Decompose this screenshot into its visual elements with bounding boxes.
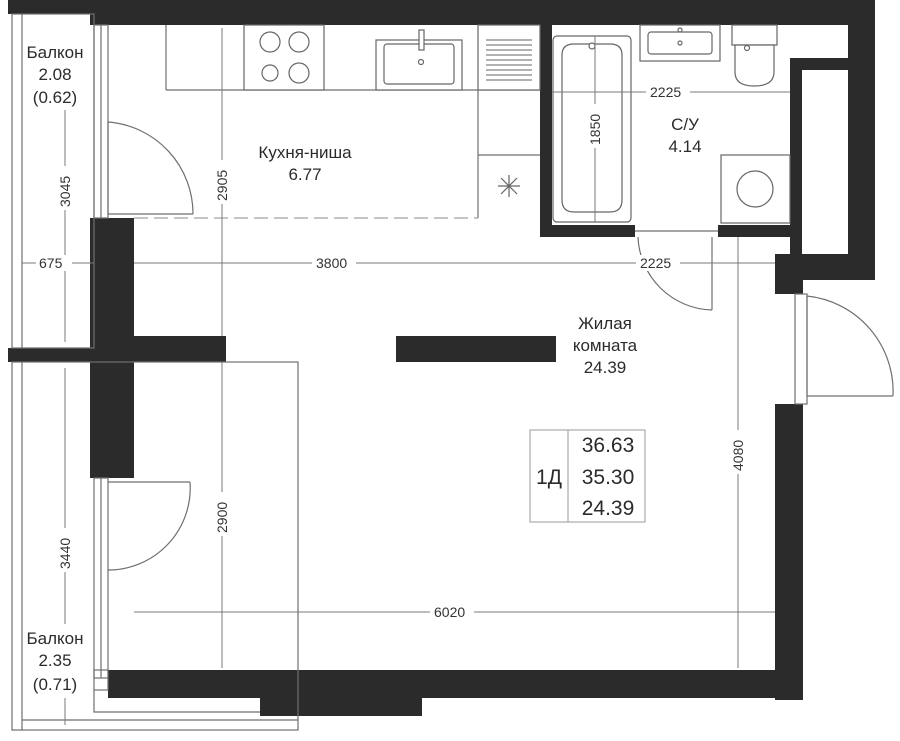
bottom-ledge: [260, 698, 422, 716]
apartment-type: 1Д: [536, 466, 562, 489]
dim-balcony-width: 675: [39, 255, 63, 271]
dim-right-height: 4080: [730, 440, 746, 471]
bath-left-wall: [540, 25, 552, 237]
dim-kitchen-width: 3800: [316, 255, 347, 271]
dimension-texts: 3045 3440 675 2905 2900 3800 2225 2225 1…: [36, 84, 749, 620]
toilet-icon: [731, 24, 778, 87]
top-left-cap: [8, 0, 90, 14]
dim-living-depth: 2900: [214, 502, 230, 533]
right-lower-wall: [775, 404, 803, 700]
living-name-line2: комната: [573, 336, 638, 355]
bath-right-wall: [790, 58, 802, 254]
bath-bottom-wall-left: [540, 225, 635, 237]
area-summary-box: 1Д 36.63 35.30 24.39: [529, 429, 646, 523]
balcony-bottom-outline: [11, 361, 299, 731]
bottom-wall: [108, 670, 803, 698]
doors: [107, 121, 894, 571]
living-area: 24.39: [584, 358, 627, 377]
dim-balcony-top-height: 3045: [57, 176, 73, 207]
dishwasher-icon: [477, 24, 541, 91]
total-area: 36.63: [582, 434, 635, 457]
balcony-top-coef: (0.62): [33, 88, 77, 107]
stove-icon: [243, 24, 325, 91]
balcony-top-area: 2.08: [38, 65, 71, 84]
balcony-bottom-area: 2.35: [38, 651, 71, 670]
fridge-icon: [498, 175, 520, 197]
top-right-wall: [848, 0, 875, 60]
bathroom-name: С/У: [671, 115, 699, 134]
walls: [8, 0, 875, 716]
balcony-bottom-coef: (0.71): [33, 675, 77, 694]
balcony-bottom-name: Балкон: [26, 629, 83, 648]
right-step-wall: [790, 58, 850, 70]
right-upper-wall: [848, 58, 875, 280]
living-name-line1: Жилая: [578, 314, 632, 333]
kitchen-name: Кухня-ниша: [258, 143, 352, 162]
dim-balcony-bottom-height: 3440: [57, 538, 73, 569]
area-no-balcony: 35.30: [582, 466, 635, 489]
bathroom-fixtures: [552, 24, 791, 224]
balcony-top-name: Балкон: [26, 43, 83, 62]
bath-bottom-wall-right: [718, 225, 802, 237]
top-wall: [90, 0, 875, 25]
dim-bath-height: 1850: [587, 114, 603, 145]
dim-bath-width-top: 2225: [650, 84, 681, 100]
washing-machine-icon: [720, 154, 791, 224]
balcony-divider: [8, 348, 92, 362]
dim-total-width: 6020: [434, 604, 465, 620]
kitchen-area: 6.77: [288, 165, 321, 184]
dim-bath-width-bottom: 2225: [640, 255, 671, 271]
dim-kitchen-depth: 2905: [214, 170, 230, 201]
right-mid-wall: [775, 254, 803, 294]
balconies: [11, 13, 299, 731]
partition-wall: [396, 336, 556, 362]
living-area-summary: 24.39: [582, 497, 635, 520]
bathroom-area: 4.14: [668, 137, 701, 156]
room-labels: Балкон 2.08 (0.62) Балкон 2.35 (0.71) Ку…: [24, 43, 702, 698]
left-stub-wall: [90, 336, 226, 362]
kitchen-fixtures: [134, 24, 541, 219]
